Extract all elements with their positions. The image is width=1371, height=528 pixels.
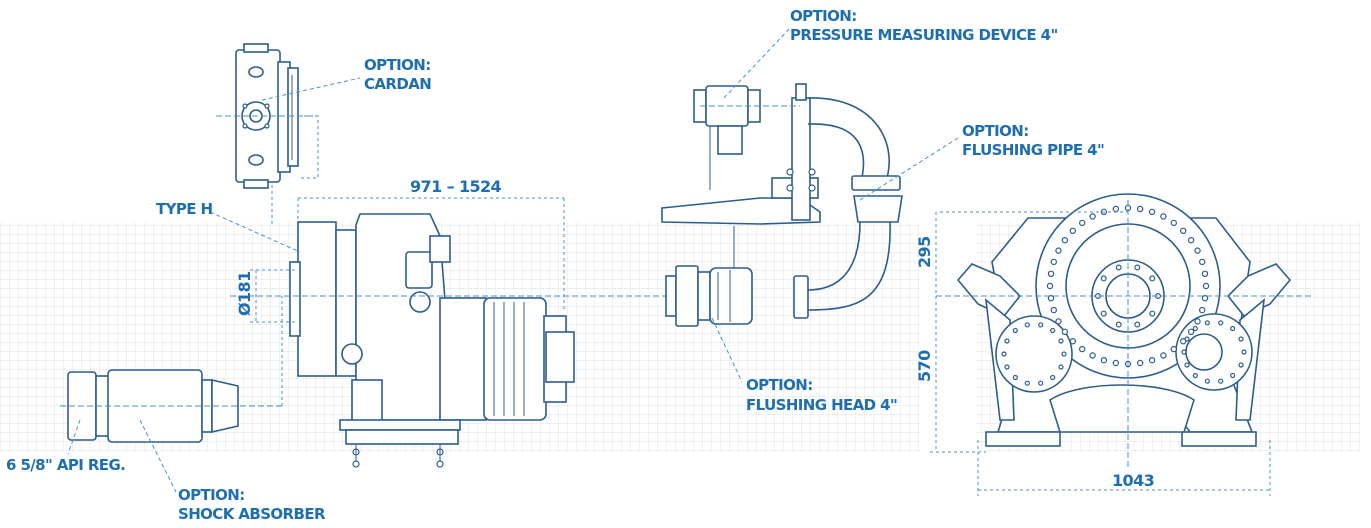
bolt-hole	[1198, 258, 1206, 266]
bolt-hole	[1089, 352, 1096, 359]
bolt-hole	[1001, 351, 1007, 357]
bolt-hole	[1184, 362, 1190, 368]
bolt-hole	[1160, 213, 1167, 220]
bolt-hole	[1100, 275, 1107, 282]
bolt-hole	[1115, 321, 1122, 328]
bolt-hole	[1012, 374, 1018, 381]
bolt-hole	[1050, 258, 1058, 266]
bolt-hole	[1047, 270, 1055, 277]
bolt-hole	[1100, 357, 1108, 364]
shock-absorber-label-line1: OPTION:	[178, 486, 245, 504]
bolt-hole	[1112, 205, 1120, 213]
bolt-hole	[1100, 310, 1107, 317]
bolt-hole	[1078, 219, 1086, 227]
bolt-hole	[1058, 364, 1064, 370]
height-upper-dimension: 295	[915, 236, 934, 268]
bolt-hole	[1187, 328, 1195, 335]
flushing-pipe-label-line1: OPTION:	[962, 122, 1029, 140]
bolt-hole	[1061, 236, 1069, 244]
bolt-hole	[1202, 282, 1210, 290]
pressure-label-line1: OPTION:	[790, 7, 857, 25]
bolt-hole	[1194, 247, 1201, 254]
bolt-hole	[1218, 378, 1224, 384]
bolt-hole	[1148, 357, 1156, 364]
bolt-hole	[1160, 352, 1167, 359]
bolt-hole	[1089, 213, 1096, 220]
type-h-label: TYPE H	[156, 200, 213, 218]
bolt-hole	[1078, 345, 1086, 353]
bolt-hole	[1058, 338, 1064, 344]
bolt-hole	[1230, 372, 1236, 379]
bolt-hole	[1170, 345, 1178, 353]
bolt-hole	[1218, 320, 1224, 326]
bolt-hole	[1012, 327, 1018, 334]
bolt-hole	[1198, 306, 1206, 314]
drive-head-drawing	[289, 213, 575, 468]
bolt-hole	[1149, 275, 1156, 282]
bolt-hole	[1136, 205, 1144, 213]
bolt-hole	[1204, 378, 1210, 384]
bolt-hole	[1192, 325, 1198, 332]
bolt-hole	[1055, 247, 1062, 254]
bolt-hole	[1061, 351, 1067, 357]
height-lower-dimension: 570	[915, 350, 934, 382]
bolt-hole	[1024, 322, 1030, 328]
bolt-hole	[1201, 295, 1209, 302]
bolt-hole	[1136, 359, 1144, 367]
bolt-hole	[1038, 380, 1044, 386]
bolt-hole	[1115, 264, 1122, 271]
bolt-hole	[1069, 338, 1077, 345]
flushing-head-label-line1: OPTION:	[746, 376, 813, 394]
bolt-hole	[1194, 318, 1201, 325]
bolt-hole	[1112, 359, 1120, 367]
bolt-hole	[1069, 227, 1077, 234]
bolt-hole	[1050, 327, 1056, 334]
cardan-label-line1: OPTION:	[364, 56, 431, 74]
bolt-hole	[1134, 321, 1141, 328]
width-dimension: 1043	[1112, 471, 1154, 490]
bolt-hole	[1004, 338, 1010, 344]
flushing-head-label-line2: FLUSHING HEAD 4"	[746, 396, 897, 414]
bolt-hole	[1148, 208, 1156, 215]
bolt-hole	[1050, 374, 1056, 381]
pressure-label-line2: PRESSURE MEASURING DEVICE 4"	[790, 26, 1058, 44]
bolt-hole	[1046, 282, 1054, 290]
cardan-label-line2: CARDAN	[364, 75, 431, 93]
bolt-hole	[1004, 364, 1010, 370]
bolt-hole	[1181, 349, 1187, 355]
flushing-assembly-drawing	[661, 83, 903, 327]
diameter-dimension: Ø181	[235, 271, 254, 316]
bolt-hole	[1192, 372, 1198, 379]
front-view-bolts	[1001, 204, 1247, 386]
api-reg-label: 6 5/8" API REG.	[6, 456, 125, 474]
bolt-hole	[1134, 264, 1141, 271]
bolt-hole	[1238, 336, 1244, 342]
bolt-hole	[1179, 227, 1187, 234]
bolt-hole	[1024, 380, 1030, 386]
bolt-hole	[1187, 236, 1195, 244]
bolt-hole	[1204, 320, 1210, 326]
bolt-hole	[1061, 328, 1069, 335]
bolt-hole	[1201, 270, 1209, 277]
bolt-hole	[1149, 310, 1156, 317]
bolt-hole	[1230, 325, 1236, 332]
bolt-hole	[1038, 322, 1044, 328]
flushing-pipe-label-line2: FLUSHING PIPE 4"	[962, 141, 1104, 159]
bolt-hole	[1055, 318, 1062, 325]
bolt-hole	[1238, 362, 1244, 368]
bolt-hole	[1184, 336, 1190, 342]
bolt-hole	[1047, 295, 1055, 302]
bolt-hole	[1170, 219, 1178, 227]
length-range-dimension: 971 – 1524	[410, 177, 502, 196]
shock-absorber-label-line2: SHOCK ABSORBER	[178, 505, 326, 523]
bolt-hole	[1241, 349, 1247, 355]
bolt-hole	[1050, 306, 1058, 314]
